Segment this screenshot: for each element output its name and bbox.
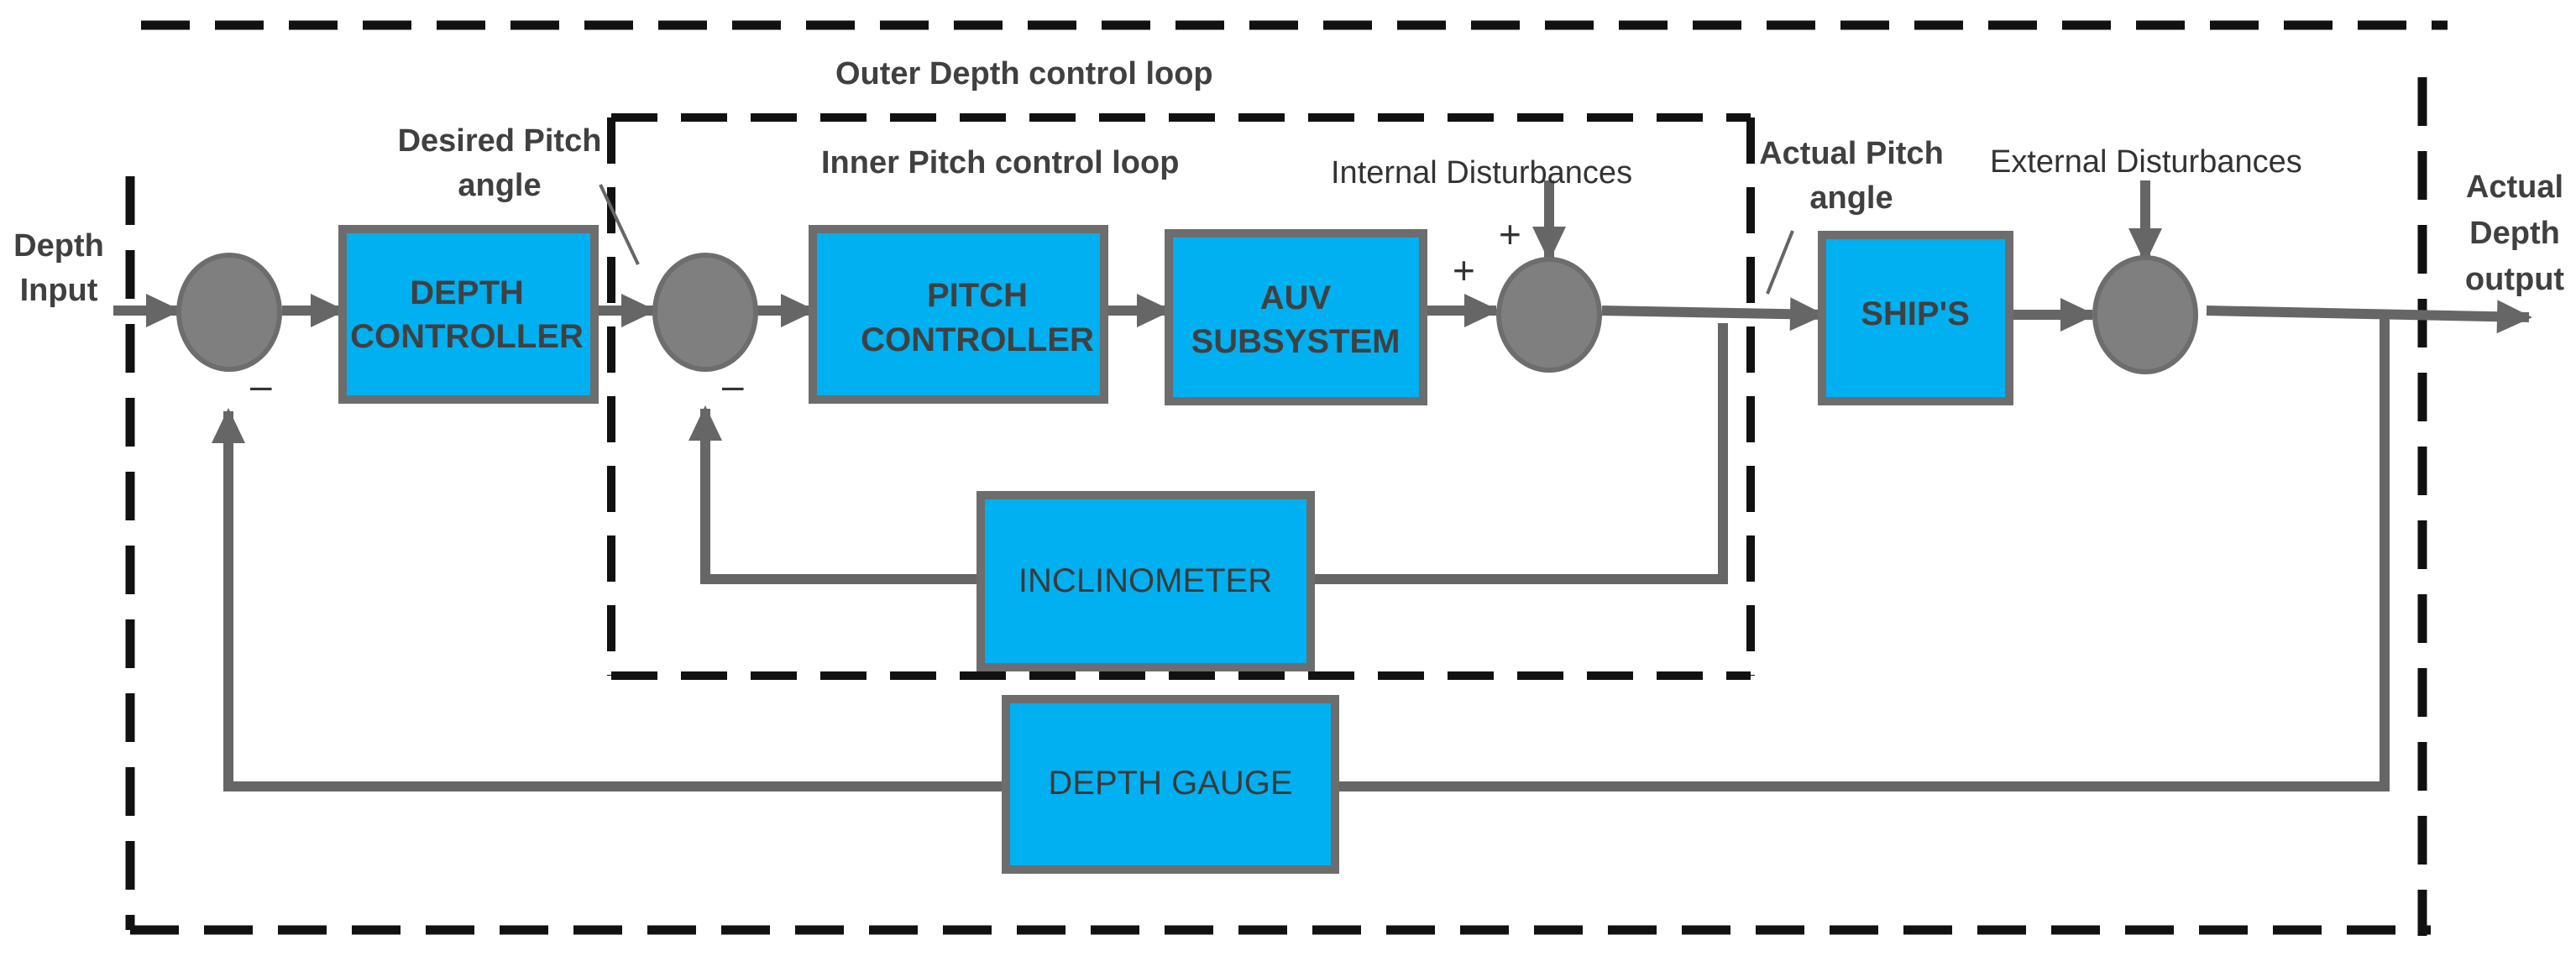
internal-disturbances-label: Internal Disturbances [1331, 155, 1632, 191]
inclinometer-block-rect [976, 491, 1315, 671]
ships-block: SHIP'S [1818, 231, 2013, 405]
depth-controller-block-rect [338, 225, 599, 404]
pitch-controller-label-line1: PITCH [927, 277, 1028, 314]
summer3-to-ships-arrow [1601, 297, 1825, 332]
ships-label: SHIP'S [1861, 295, 1970, 332]
inner-loop-title: Inner Pitch control loop [821, 145, 1179, 180]
depth-gauge-block-rect [1002, 695, 1339, 874]
depth-controller-block: DEPTH CONTROLLER [338, 225, 599, 404]
actual-depth-output-label-text: Actual [2466, 170, 2563, 205]
summing-junctions [176, 253, 2198, 374]
depth-controller-label-line2: CONTROLLER [350, 318, 584, 355]
inner-feedback-return-arrow [689, 405, 982, 584]
auv-subsystem-block-rect [1165, 229, 1427, 405]
desired-pitch-angle-label-text: angle [458, 168, 541, 203]
outer-depth-loop-boundary [125, 20, 2448, 936]
ships-block-rect [1818, 231, 2013, 405]
auv-subsystem-label-line1: AUV [1260, 279, 1332, 316]
actual-pitch-angle-label: Actual Pitch angle [1759, 136, 1944, 216]
depth-junction-minus-sign: – [250, 363, 272, 407]
depth-input-label-text: Input [20, 273, 98, 308]
actual-pitch-angle-label-text: angle [1809, 180, 1893, 216]
depth-summing-junction [176, 253, 282, 372]
external-disturbances-label: External Disturbances [1990, 144, 2302, 180]
actual-depth-output-label-text: output [2465, 262, 2565, 297]
external-disturbance-summing-junction [2092, 255, 2198, 374]
desired-pitch-pointer [599, 184, 640, 265]
inclinometer-label: INCLINOMETER [1018, 562, 1272, 599]
actual-depth-output-label-text: Depth [2469, 216, 2560, 251]
actual-pitch-pointer [1766, 230, 1794, 295]
signal-lines [113, 180, 2532, 791]
auv-subsystem-block: AUV SUBSYSTEM [1165, 229, 1427, 405]
internal-disturbance-summing-junction [1496, 257, 1602, 373]
pitch-summing-junction [652, 253, 758, 372]
pitch-junction-minus-sign: – [722, 363, 744, 407]
depth-input-label: Depth Input [13, 228, 104, 308]
inclinometer-block: INCLINOMETER [976, 491, 1315, 671]
actual-pitch-angle-label-text: Actual Pitch [1759, 136, 1944, 171]
pitch-controller-block-rect [809, 225, 1108, 404]
actual-depth-output-label: Actual Depth output [2465, 170, 2565, 297]
desired-pitch-angle-label-text: Desired Pitch [398, 123, 602, 159]
output-arrow [2206, 300, 2532, 334]
pitch-controller-label-line2: CONTROLLER [861, 321, 1094, 358]
outer-feedback-return-arrow [212, 408, 1006, 791]
depth-input-label-text: Depth [13, 228, 104, 264]
depth-gauge-label: DEPTH GAUGE [1048, 765, 1292, 802]
internal-junction-plus-sign-top: + [1499, 212, 1521, 256]
internal-junction-plus-sign-left: + [1453, 248, 1475, 292]
depth-controller-label-line1: DEPTH [410, 274, 524, 311]
depth-gauge-block: DEPTH GAUGE [1002, 695, 1339, 874]
inner-feedback-path [1310, 323, 1728, 584]
outer-loop-title: Outer Depth control loop [835, 56, 1213, 91]
auv-subsystem-label-line2: SUBSYSTEM [1191, 323, 1401, 360]
outer-feedback-path [1335, 313, 2390, 791]
desired-pitch-angle-label: Desired Pitch angle [398, 123, 602, 203]
pitch-controller-block: PITCH CONTROLLER [809, 225, 1108, 404]
